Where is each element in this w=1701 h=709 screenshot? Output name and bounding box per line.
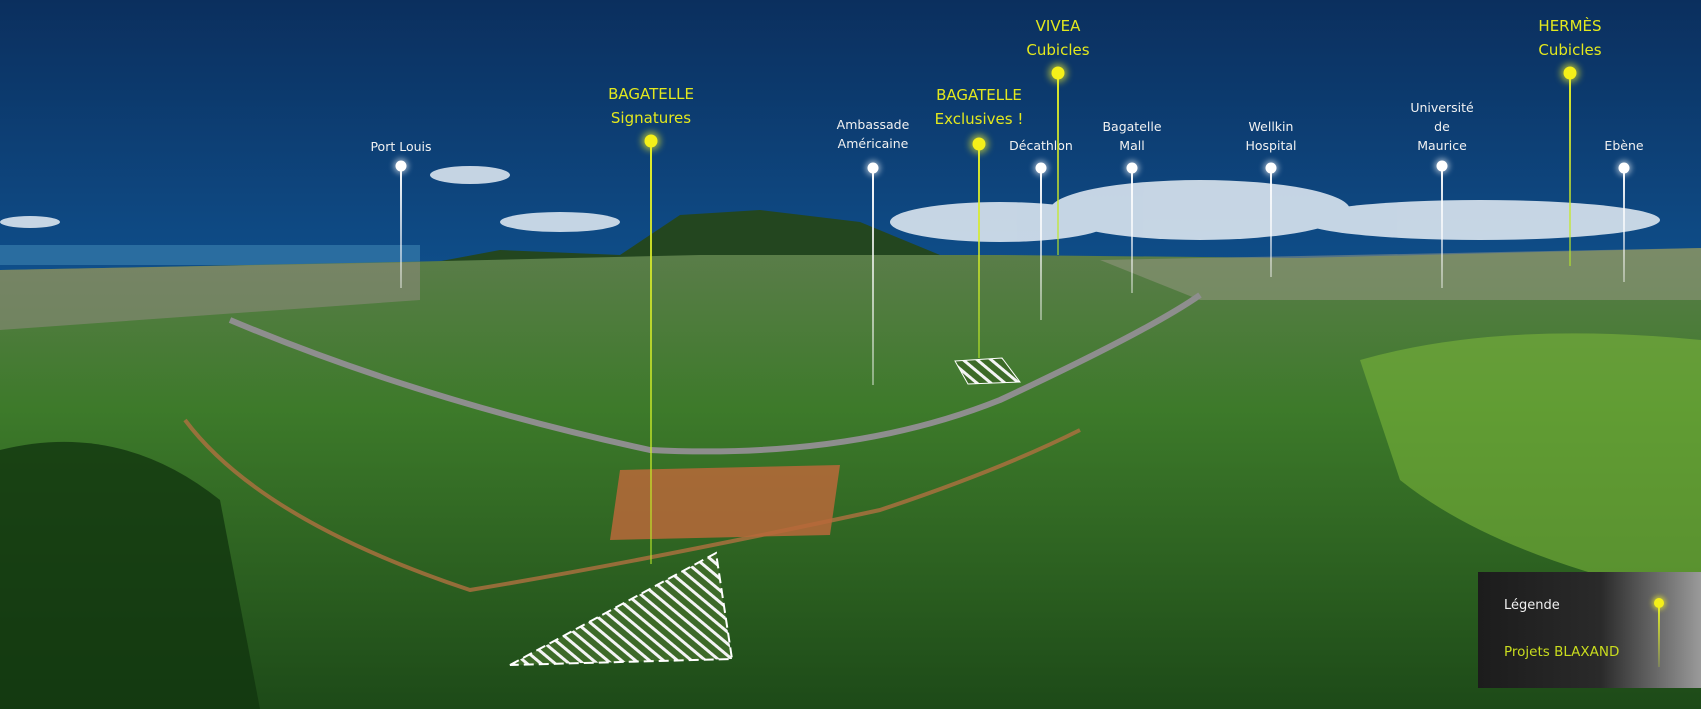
pin-label-line: Bagatelle [1102,119,1162,134]
pin-label: BAGATELLE Exclusives ! [935,83,1024,131]
land [0,248,1701,709]
clouds [0,166,1660,242]
pin-label: Port Louis [370,137,431,156]
pin-label-line: Maurice [1417,138,1467,153]
bright-meadow [1360,333,1701,600]
urban-area [0,262,420,330]
pin-label-line: Université [1410,100,1474,115]
pin-line [872,168,874,385]
pin-label-line: Exclusives ! [934,110,1024,128]
pin-label: Ambassade Américaine [837,115,910,153]
pin-label-line: Mall [1119,138,1145,153]
pin-dot-icon [1563,66,1577,80]
pin-label-line: Cubicles [1538,41,1602,59]
pin-line [1057,73,1059,255]
legend-pin-line [1658,605,1660,667]
pin-label-line: Ebène [1604,138,1644,153]
pin-line [1040,168,1042,320]
legend-pin-dot-icon [1654,598,1664,608]
pin-label: Ebène [1604,136,1643,155]
pin-dot-icon [395,160,407,172]
pin-label-line: VIVEA [1035,17,1081,35]
pin-dot-icon [1436,160,1448,172]
pin-label-line: de [1434,119,1450,134]
pin-line [978,144,980,358]
pin-line [650,141,652,564]
legend-box: Légende Projets BLAXAND [1478,572,1701,688]
pin-label-line: BAGATELLE [936,86,1022,104]
pin-line [1623,168,1625,282]
pin-dot-icon [972,137,986,151]
pin-label: Décathlon [1009,136,1073,155]
pin-label: Université de Maurice [1410,98,1473,155]
pin-dot-icon [1265,162,1277,174]
pin-label: HERMÈS Cubicles [1538,14,1601,62]
pin-label-line: HERMÈS [1538,17,1602,35]
pin-dot-icon [1035,162,1047,174]
pin-label: Wellkin Hospital [1245,117,1296,155]
project-area-bagatelle-signatures [509,551,734,666]
pin-label: Bagatelle Mall [1102,117,1161,155]
pin-dot-icon [1618,162,1630,174]
construction-site [610,465,840,540]
pin-line [1131,168,1133,293]
pin-dot-icon [867,162,879,174]
pin-label-line: Décathlon [1009,138,1073,153]
pin-label-line: Américaine [837,136,909,151]
pin-label: BAGATELLE Signatures [608,82,694,130]
legend-item-label: Projets BLAXAND [1504,644,1620,660]
legend-title: Légende [1504,598,1560,613]
project-area-bagatelle-exclusives [954,357,1021,385]
pin-label-line: Hospital [1245,138,1297,153]
pin-line [1569,73,1571,266]
pin-dot-icon [644,134,658,148]
dark-forest [0,441,260,709]
pin-label: VIVEA Cubicles [1026,14,1089,62]
pin-label-line: Port Louis [370,139,432,154]
pin-label-line: BAGATELLE [608,85,694,103]
pin-dot-icon [1126,162,1138,174]
sea [0,245,420,265]
highway [228,292,1202,455]
pin-label-line: Signatures [610,109,692,127]
pin-dot-icon [1051,66,1065,80]
pin-label-line: Cubicles [1026,41,1090,59]
urban-area-east [1100,248,1701,300]
pin-line [1270,168,1272,277]
dirt-track [183,418,1081,593]
pin-label-line: Wellkin [1248,119,1294,134]
pin-line [1441,166,1443,288]
pin-line [400,166,402,288]
pin-label-line: Ambassade [836,117,910,132]
